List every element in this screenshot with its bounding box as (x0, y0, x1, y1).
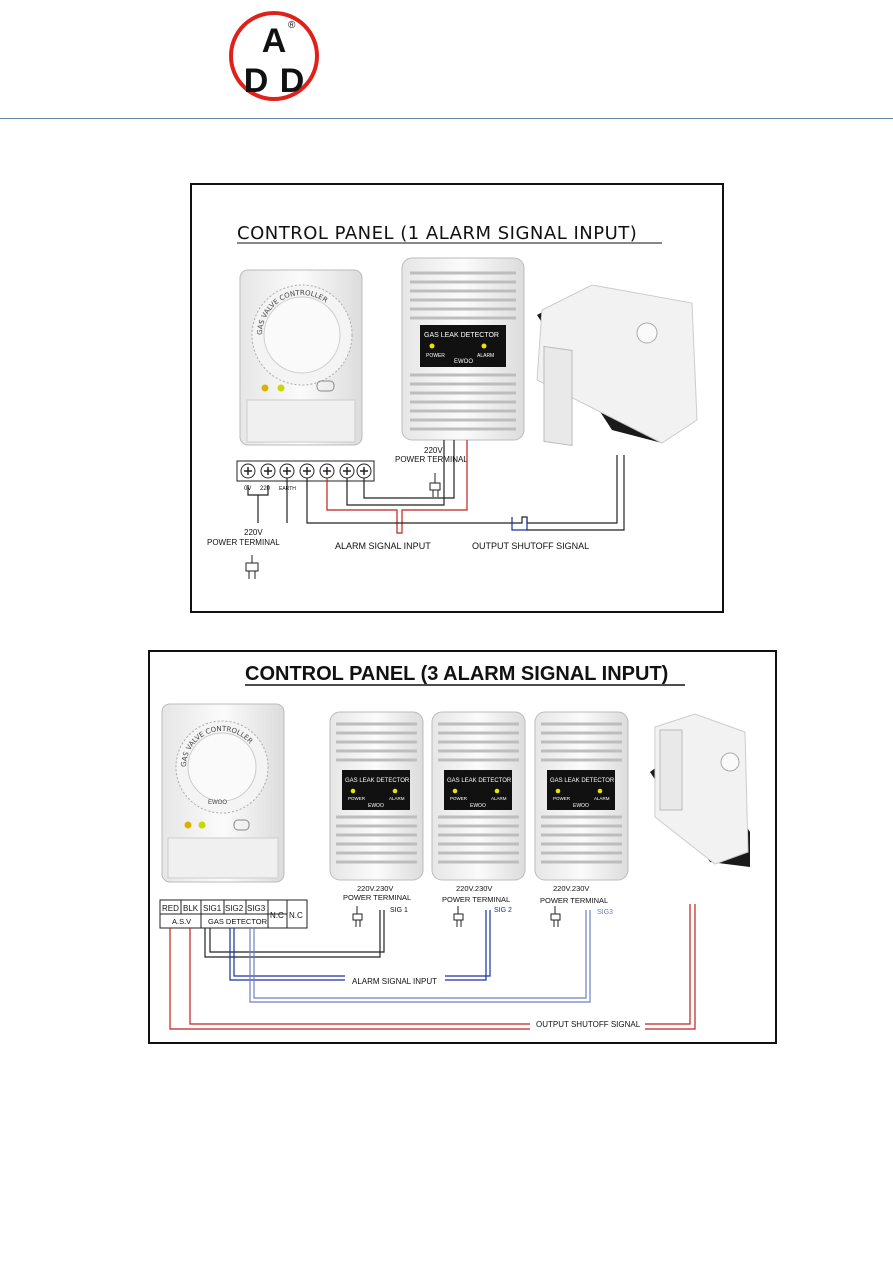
terminal-group-asv: A.S.V (172, 917, 191, 926)
terminal-label-earth: EARTH (279, 486, 296, 492)
detector-1-plug-icon (352, 906, 363, 927)
gas-leak-detector: GAS LEAK DETECTOR POWER ALARM EWOO (401, 257, 525, 441)
logo-letter-a: A (262, 22, 287, 60)
wiring-diagram-3-alarm: CONTROL PANEL (3 ALARM SIGNAL INPUT) GAS… (148, 650, 777, 1044)
gas-leak-detector-2: GAS LEAK DETECTOR POWER ALARM EWOO (431, 711, 526, 881)
detector-3-sig: SIG3 (597, 909, 613, 916)
detector-3-led-alarm: ALARM (594, 796, 610, 801)
terminal-label-220: 220 (260, 486, 271, 492)
terminal-table: RED BLK SIG1 SIG2 SIG3 N.C N.C A.S.V GAS… (159, 899, 308, 929)
detector-1-sig: SIG 1 (390, 907, 408, 914)
registered-mark: ® (288, 20, 296, 31)
detector-3-led-power: POWER (553, 796, 571, 801)
shutoff-signal-label: OUTPUT SHUTOFF SIGNAL (472, 541, 589, 551)
terminal-header-sig3: SIG3 (247, 904, 266, 913)
add-logo: A D D ® (229, 11, 319, 101)
alarm-signal-label: ALARM SIGNAL INPUT (335, 541, 431, 551)
gas-leak-detector-3: GAS LEAK DETECTOR POWER ALARM EWOO (534, 711, 629, 881)
detector-2-label: GAS LEAK DETECTOR (447, 778, 512, 784)
detector-1-led-alarm: ALARM (389, 796, 405, 801)
wiring-diagram-1-alarm: CONTROL PANEL (1 ALARM SIGNAL INPUT) GAS… (190, 183, 724, 613)
detector-1-led-power: POWER (348, 796, 366, 801)
terminal-header-nc2: N.C (289, 911, 303, 920)
detector-2-power-voltage: 220V.230V (456, 884, 492, 893)
detector-3-plug-icon (550, 906, 561, 927)
terminal-header-sig2: SIG2 (225, 904, 244, 913)
shutoff-valve-actuator (536, 284, 698, 446)
diagram-2-canvas: CONTROL PANEL (3 ALARM SIGNAL INPUT) GAS… (159, 663, 750, 1030)
diagram-1-canvas: CONTROL PANEL (1 ALARM SIGNAL INPUT) GAS… (207, 223, 698, 579)
detector-brand: EWOO (454, 359, 473, 365)
detector-2-brand: EWOO (470, 803, 486, 809)
terminal-header-sig1: SIG1 (203, 904, 222, 913)
detector-1-label: GAS LEAK DETECTOR (345, 778, 410, 784)
detector-1-power-voltage: 220V.230V (357, 884, 393, 893)
panel-power-label: POWER TERMINAL (207, 538, 280, 547)
detector-2-led-power: POWER (450, 796, 468, 801)
terminal-block: 0V 220 EARTH (236, 460, 375, 492)
logo-letter-d2: D (280, 62, 305, 100)
detector-led-power: POWER (426, 353, 445, 359)
detector-power-label: POWER TERMINAL (395, 455, 468, 464)
panel-power-plug-icon (245, 555, 259, 579)
detector-2-led-alarm: ALARM (491, 796, 507, 801)
header-rule (0, 118, 893, 119)
detector-led-alarm: ALARM (477, 353, 494, 359)
detector-3-power-voltage: 220V.230V (553, 884, 589, 893)
detector-power-voltage: 220V (424, 446, 443, 455)
shutoff-valve-actuator (650, 713, 750, 867)
detector-2-sig: SIG 2 (494, 907, 512, 914)
logo-letter-d1: D (244, 62, 269, 100)
terminal-header-nc1: N.C (270, 911, 284, 920)
terminal-header-blk: BLK (183, 904, 199, 913)
controller-brand: EWOO (208, 800, 227, 806)
detector-1-brand: EWOO (368, 803, 384, 809)
valve-controller: GAS VALVE CONTROLLER (239, 269, 363, 446)
panel-power-voltage: 220V (244, 528, 263, 537)
detector-3-brand: EWOO (573, 803, 589, 809)
detector-power-plug-icon (429, 473, 441, 497)
shutoff-signal-label: OUTPUT SHUTOFF SIGNAL (536, 1020, 641, 1029)
detector-2-power-label: POWER TERMINAL (442, 895, 510, 904)
gas-leak-detector-1: GAS LEAK DETECTOR POWER ALARM EWOO (329, 711, 424, 881)
terminal-header-red: RED (162, 904, 179, 913)
diagram-1-title: CONTROL PANEL (1 ALARM SIGNAL INPUT) (237, 223, 637, 244)
detector-3-label: GAS LEAK DETECTOR (550, 778, 615, 784)
valve-controller: GAS VALVE CONTROLLER EWOO (161, 703, 285, 883)
detector-2-plug-icon (453, 906, 464, 927)
diagram-2-title: CONTROL PANEL (3 ALARM SIGNAL INPUT) (245, 663, 668, 685)
detector-1-power-label: POWER TERMINAL (343, 893, 411, 902)
detector-3-power-label: POWER TERMINAL (540, 896, 608, 905)
terminal-group-detector: GAS DETECTOR (208, 917, 268, 926)
detector-label: GAS LEAK DETECTOR (424, 332, 499, 339)
alarm-signal-label: ALARM SIGNAL INPUT (352, 977, 437, 986)
